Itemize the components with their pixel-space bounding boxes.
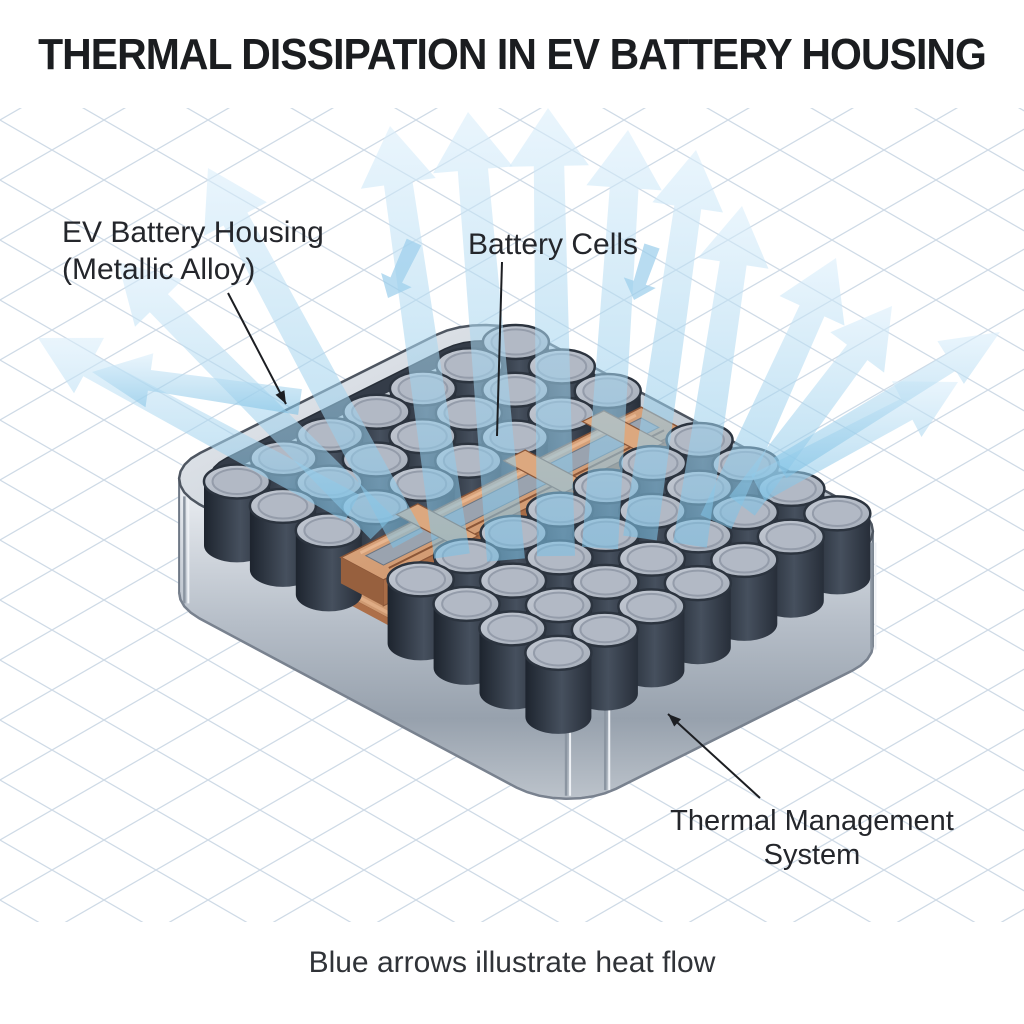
leader-thermal-management-arrowhead [668, 714, 681, 727]
battery-cell-body [295, 530, 362, 612]
battery-cell-top-ring [811, 499, 863, 527]
heat-arrow [623, 150, 723, 541]
battery-cell-top-ring [533, 591, 585, 619]
battery-cell-top-ring [211, 467, 263, 496]
battery-cell-top-ring [487, 567, 539, 595]
label-thermal-management-system: Thermal Management System [612, 804, 1012, 872]
label-battery-cells: Battery Cells [468, 228, 639, 261]
battery-cell [248, 487, 318, 587]
heat-arrow [673, 206, 769, 548]
housing-wall-bottom-edge [177, 592, 875, 801]
heat-arrow [729, 306, 892, 516]
leader-ev-battery-housing [227, 292, 287, 405]
leader-lines [227, 261, 761, 799]
heat-arrow [381, 238, 422, 298]
battery-cell [294, 512, 364, 612]
battery-cell-top-ring [303, 516, 355, 545]
battery-cell-top-ring [672, 569, 724, 597]
leader-battery-cells [496, 261, 503, 437]
caption-heat-flow-note: Blue arrows illustrate heat flow [308, 946, 716, 979]
battery-cell-top-ring [579, 616, 631, 644]
heat-arrow [204, 168, 423, 549]
heat-arrow [751, 381, 958, 502]
battery-cell [524, 634, 593, 734]
battery-cell-top-ring [718, 546, 770, 574]
label-ev-battery-housing-line1: EV Battery Housing [62, 216, 324, 249]
battery-cell-top-ring [580, 568, 631, 596]
leader-thermal-management [667, 713, 761, 799]
heat-arrow [509, 108, 589, 557]
battery-cell-top-ring [625, 592, 677, 620]
leader-ev-battery-housing-arrowhead [275, 390, 286, 404]
battery-cell-top-ring [441, 590, 492, 618]
heat-arrow [700, 258, 845, 529]
heat-arrow [623, 243, 660, 300]
battery-cell-top-ring [626, 545, 678, 573]
heat-flow-arrows [38, 108, 1000, 562]
busbar-end-face [340, 557, 384, 606]
page-title: THERMAL DISSIPATION IN EV BATTERY HOUSIN… [38, 30, 987, 79]
label-thermal-line1: Thermal Management [670, 805, 954, 837]
battery-cell-top-ring [532, 639, 584, 667]
battery-cell-top-ring [765, 523, 817, 551]
label-ev-battery-housing-line2: (Metallic Alloy) [62, 253, 256, 286]
battery-cell-top-ring [487, 614, 538, 642]
label-thermal-line2: System [763, 839, 861, 871]
battery-cell-body [525, 652, 592, 734]
label-ev-battery-housing: EV Battery Housing (Metallic Alloy) [62, 214, 324, 288]
battery-cell-top-ring [395, 565, 447, 593]
heat-arrow [433, 112, 525, 562]
heat-arrow [360, 126, 470, 559]
heat-arrow [773, 332, 1000, 479]
heat-arrow [92, 353, 302, 415]
heat-arrow [582, 130, 662, 550]
battery-cell-top-ring [257, 492, 309, 520]
